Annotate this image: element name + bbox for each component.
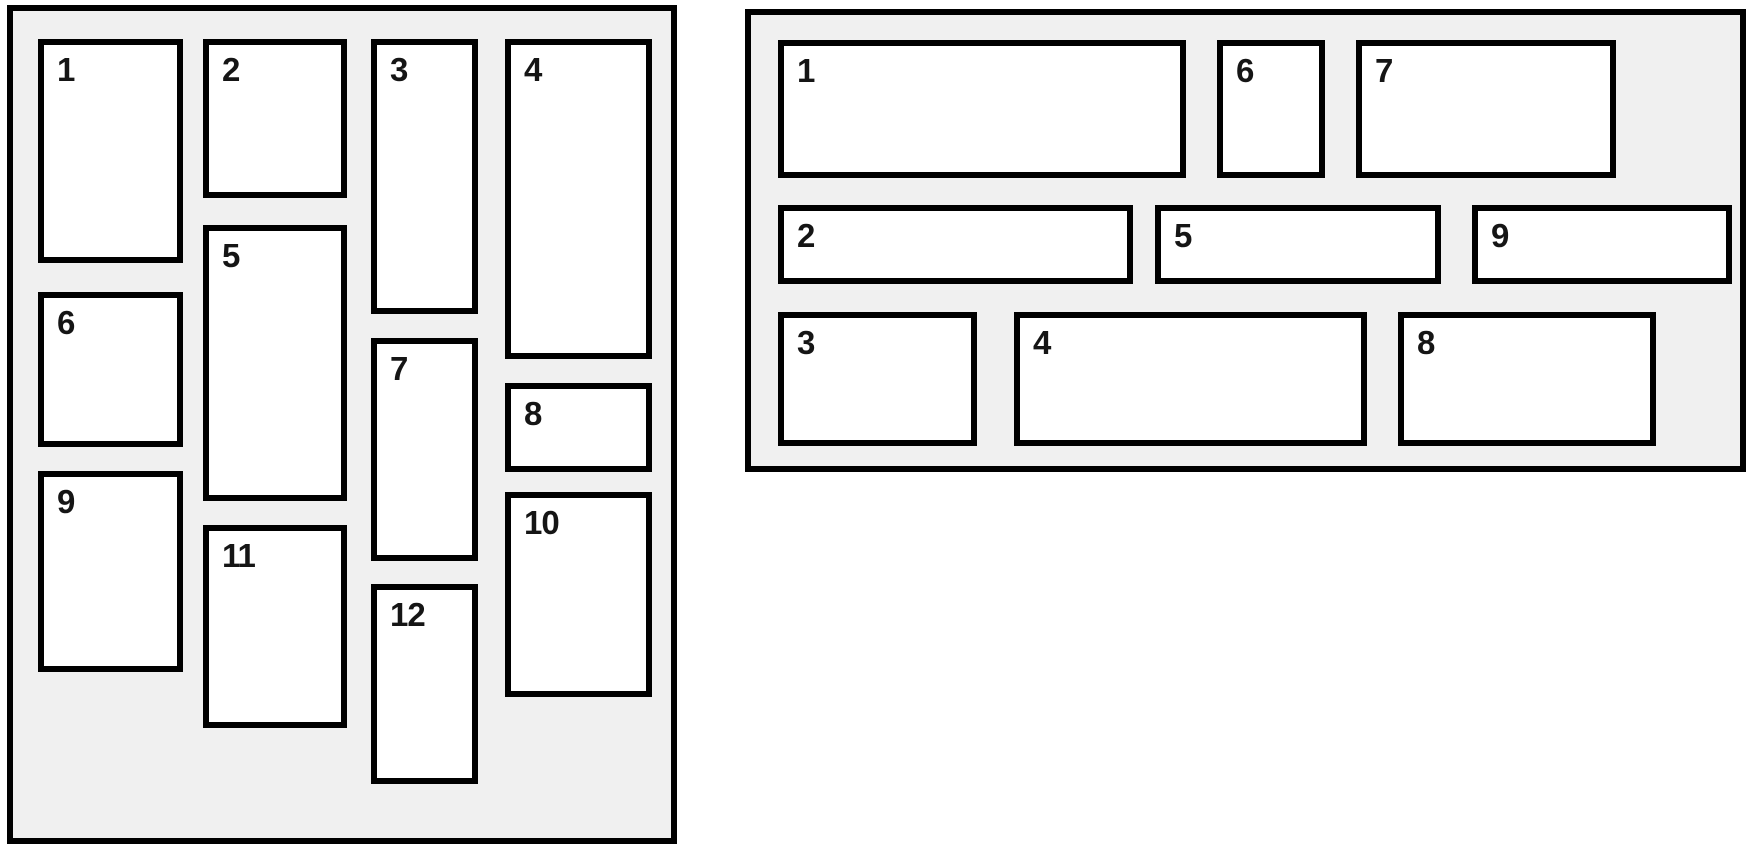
- masonry-item: 12: [371, 584, 478, 784]
- masonry-item: 6: [38, 292, 183, 447]
- item-label: 9: [1491, 217, 1509, 254]
- masonry-item: 1: [778, 40, 1186, 178]
- masonry-item: 9: [38, 471, 183, 672]
- masonry-item: 5: [203, 225, 347, 501]
- masonry-item: 11: [203, 525, 347, 728]
- masonry-item: 3: [371, 39, 478, 314]
- item-label: 9: [57, 483, 75, 520]
- masonry-item: 6: [1217, 40, 1325, 178]
- item-label: 11: [222, 537, 256, 574]
- item-label: 3: [390, 51, 408, 88]
- item-label: 1: [797, 52, 815, 89]
- vertical-masonry-panel: 1 2 3 4 5 6 7 8 9 10 11: [7, 5, 677, 844]
- item-label: 8: [524, 395, 542, 432]
- item-label: 1: [57, 51, 75, 88]
- item-label: 5: [222, 237, 240, 274]
- item-label: 8: [1417, 324, 1435, 361]
- masonry-item: 7: [1356, 40, 1616, 178]
- masonry-item: 2: [203, 39, 347, 198]
- masonry-item: 5: [1155, 205, 1441, 284]
- item-label: 3: [797, 324, 815, 361]
- item-label: 5: [1174, 217, 1192, 254]
- item-label: 7: [390, 350, 408, 387]
- masonry-item: 10: [505, 492, 652, 697]
- masonry-item: 8: [1398, 312, 1656, 446]
- item-label: 2: [797, 217, 815, 254]
- horizontal-masonry-panel: 1 2 3 4 5 6 7 8 9: [745, 9, 1746, 472]
- masonry-item: 2: [778, 205, 1133, 284]
- masonry-item: 1: [38, 39, 183, 263]
- item-label: 2: [222, 51, 240, 88]
- item-label: 6: [57, 304, 75, 341]
- masonry-item: 8: [505, 383, 652, 472]
- item-label: 6: [1236, 52, 1254, 89]
- masonry-item: 9: [1472, 205, 1732, 284]
- masonry-item: 3: [778, 312, 977, 446]
- item-label: 4: [524, 51, 542, 88]
- item-label: 7: [1375, 52, 1393, 89]
- masonry-item: 4: [505, 39, 652, 359]
- item-label: 4: [1033, 324, 1051, 361]
- masonry-item: 7: [371, 338, 478, 561]
- item-label: 12: [390, 596, 426, 633]
- item-label: 10: [524, 504, 560, 541]
- masonry-item: 4: [1014, 312, 1367, 446]
